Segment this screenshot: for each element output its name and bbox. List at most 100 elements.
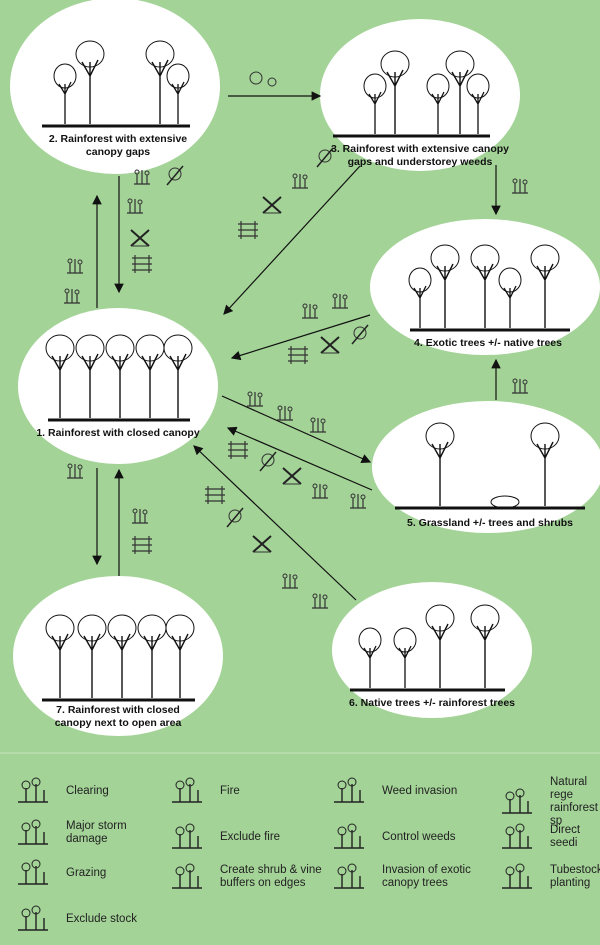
weed-icon <box>249 71 277 87</box>
exotic-tree-icon <box>510 375 530 395</box>
fire-icon <box>172 777 202 803</box>
control-weeds-icon <box>351 324 369 345</box>
ellipses <box>10 0 600 736</box>
seed-hand-icon <box>280 570 300 590</box>
label-line: 3. Rainforest with extensive canopy <box>331 143 509 155</box>
control-weeds-icon <box>166 165 184 186</box>
legend-label: Control weeds <box>382 830 456 843</box>
exclude-fire-icon <box>262 196 282 214</box>
legend-label: Grazing <box>66 866 107 879</box>
label-line: 2. Rainforest with extensive <box>48 133 188 145</box>
legend-label: Weed invasion <box>382 784 458 797</box>
state-4-label: 4. Exotic trees +/- native trees <box>414 337 562 349</box>
seedling-icon <box>125 195 145 215</box>
transition-icons <box>62 71 530 610</box>
legend-label: Fire <box>220 784 240 797</box>
arrow-4-to-1 <box>230 314 371 361</box>
exclude-fire-icon <box>130 229 150 247</box>
seed-hand-icon <box>502 823 532 849</box>
control-weeds-icon <box>226 507 244 528</box>
exclude-fire-icon <box>252 535 272 553</box>
storm-icon <box>18 819 48 845</box>
state-1-ellipse[interactable] <box>18 308 218 464</box>
legend-item: Exclude fire <box>168 822 280 852</box>
fence-icon <box>131 254 153 274</box>
legend-item: Control weeds <box>330 822 456 852</box>
label-line: canopy next to open area <box>54 717 182 729</box>
grazing-icon <box>18 859 48 885</box>
fence-icon <box>227 440 249 460</box>
fence-icon <box>237 220 259 240</box>
seedling-icon <box>502 788 532 814</box>
storm-icon <box>62 285 82 305</box>
clearing-icon <box>65 255 85 275</box>
clearing-icon <box>245 388 265 408</box>
tubestock-icon <box>502 863 532 889</box>
state-5-label: 5. Grassland +/- trees and shrubs <box>406 517 574 529</box>
fire-icon <box>308 414 328 434</box>
label-line: canopy gaps <box>85 146 151 158</box>
state-1-label: 1. Rainforest with closed canopy <box>36 427 200 439</box>
seedling-icon <box>330 290 350 310</box>
shrub-buffer-icon <box>172 863 202 889</box>
fence-icon <box>18 905 48 931</box>
label-line: 7. Rainforest with closed <box>56 704 180 716</box>
fence-icon <box>287 345 309 365</box>
legend-label: Clearing <box>66 784 109 797</box>
seedling-icon <box>310 590 330 610</box>
transition-arrows <box>92 91 501 601</box>
control-weeds-icon <box>259 451 277 472</box>
state-transition-diagram <box>10 0 600 736</box>
fence-icon <box>204 485 226 505</box>
state-3-ellipse[interactable] <box>320 19 520 171</box>
weed-icon <box>334 777 364 803</box>
legend-item: Weed invasion <box>330 776 457 806</box>
exclude-fire-icon <box>320 336 340 354</box>
control-weeds-icon <box>334 823 364 849</box>
arrow-3-to-1 <box>223 165 361 315</box>
legend-item: Exclude stock <box>14 904 137 934</box>
seedling-icon <box>300 300 320 320</box>
clearing-icon <box>18 777 48 803</box>
exclude-fire-icon <box>172 823 202 849</box>
label-line: gaps and understorey weeds <box>347 156 493 168</box>
seed-hand-icon <box>310 480 330 500</box>
legend-item: Fire <box>168 776 240 806</box>
shrub-buffer-icon <box>130 505 150 525</box>
exclude-fire-icon <box>282 467 302 485</box>
state-6-ellipse[interactable] <box>332 582 532 718</box>
clearing-icon <box>65 460 85 480</box>
legend-label: Exclude fire <box>220 830 281 843</box>
exotic-tree-icon <box>510 175 530 195</box>
state-6-label: 6. Native trees +/- rainforest trees <box>348 697 516 709</box>
forest-illustrations <box>42 40 585 702</box>
fence-icon <box>131 535 153 555</box>
arrow-1-to-5 <box>221 395 372 463</box>
arrow-5-to-1 <box>226 426 373 491</box>
legend-label: Exclude stock <box>66 912 137 925</box>
legend-item: Clearing <box>14 776 109 806</box>
legend-item: Grazing <box>14 858 106 888</box>
grazing-icon <box>275 402 295 422</box>
arrow-6-to-1 <box>193 445 357 601</box>
legend-item: Direct seedi <box>498 822 600 852</box>
legend-label: Direct seedi <box>550 824 581 849</box>
seedling-icon <box>348 490 368 510</box>
seedling-icon <box>290 170 310 190</box>
state-5-ellipse[interactable] <box>372 401 600 533</box>
exotic-tree-icon <box>334 863 364 889</box>
